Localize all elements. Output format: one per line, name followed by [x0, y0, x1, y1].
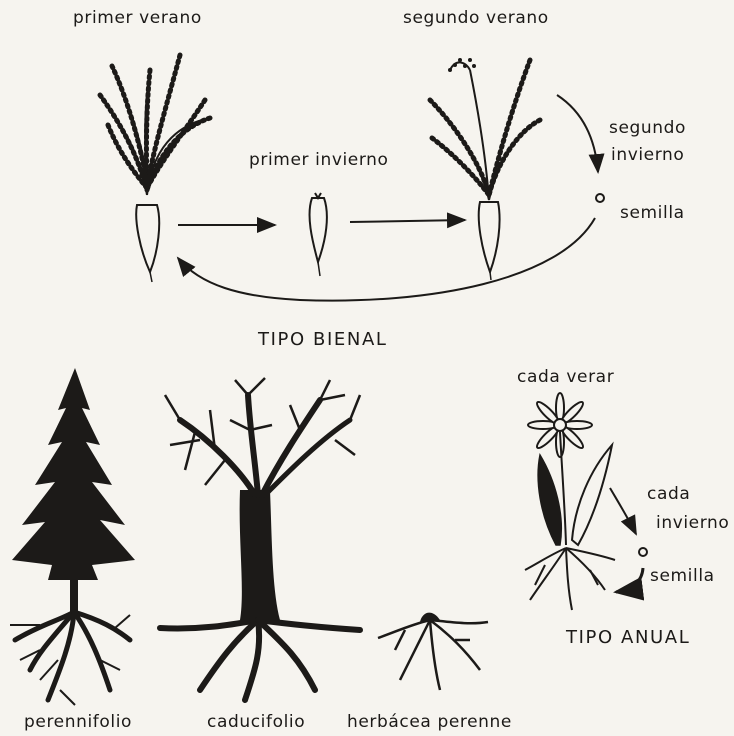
caption-biennial: TIPO BIENAL	[258, 329, 388, 350]
carrot-root-first-winter-icon	[310, 193, 327, 276]
carrot-second-summer-icon	[430, 58, 540, 280]
arrow-annual-to-seed	[610, 488, 636, 534]
label-evergreen: perennifolio	[24, 712, 132, 732]
evergreen-tree-icon	[10, 368, 135, 705]
deciduous-tree-icon	[160, 378, 360, 700]
label-deciduous: caducifolio	[207, 712, 305, 732]
annual-seed-icon	[639, 548, 647, 556]
label-seed-annual: semilla	[650, 566, 715, 586]
caption-annual: TIPO ANUAL	[566, 627, 690, 648]
carrot-first-summer-icon	[100, 55, 210, 282]
label-herbaceous: herbácea perenne	[347, 712, 512, 732]
label-second-winter-2: invierno	[611, 145, 684, 165]
label-first-winter: primer invierno	[249, 150, 389, 170]
label-second-summer: segundo verano	[403, 8, 549, 28]
herbaceous-perennial-icon	[378, 613, 488, 690]
label-each-winter-1: cada	[647, 484, 690, 504]
label-first-summer: primer verano	[73, 8, 202, 28]
annual-flower-icon	[525, 393, 615, 610]
label-each-summer: cada verar	[517, 367, 614, 387]
arrow-winter-to-summer	[350, 220, 465, 222]
arrow-seed-to-first-summer	[178, 218, 595, 301]
label-second-winter-1: segundo	[609, 118, 686, 138]
label-each-winter-2: invierno	[656, 513, 729, 533]
arrow-annual-seed-back	[616, 568, 643, 592]
arrow-to-seed	[557, 95, 598, 172]
seed-icon	[596, 194, 604, 202]
label-seed-biennial: semilla	[620, 203, 685, 223]
